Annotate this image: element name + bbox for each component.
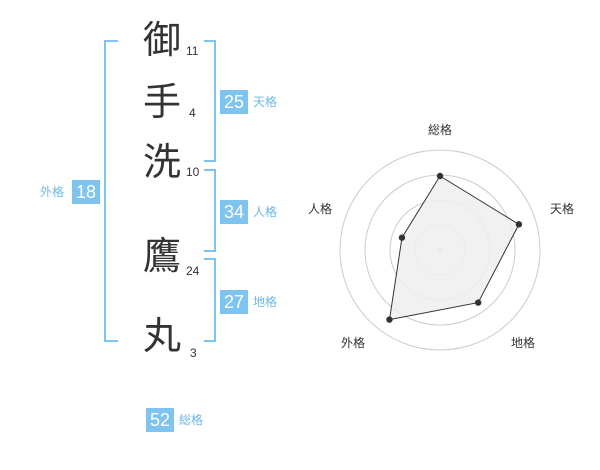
radar-series-polygon bbox=[388, 175, 520, 321]
chikaku-badge: 27 bbox=[220, 290, 248, 314]
radar-axis-label-chikaku: 地格 bbox=[511, 335, 535, 350]
radar-points bbox=[386, 172, 523, 323]
soukaku-label: 総格 bbox=[179, 413, 204, 427]
stroke-count-5: 3 bbox=[190, 346, 197, 360]
name-char-1: 御 bbox=[142, 18, 181, 62]
radar-point-2 bbox=[515, 221, 523, 228]
radar-axis-label-gaikaku: 外格 bbox=[341, 335, 365, 350]
jinkaku-bracket bbox=[204, 169, 216, 252]
chikaku-bracket bbox=[204, 258, 216, 342]
chikaku-label: 地格 bbox=[253, 295, 278, 309]
tenkaku-badge: 25 bbox=[220, 90, 248, 114]
stroke-count-2: 4 bbox=[189, 106, 196, 120]
radar-axis-label-tenkaku: 天格 bbox=[550, 201, 574, 216]
radar-axis-label-jinkaku: 人格 bbox=[308, 201, 332, 216]
name-char-5: 丸 bbox=[142, 314, 181, 358]
tenkaku-bracket bbox=[204, 40, 216, 162]
radar-axis-label-soukaku: 総格 bbox=[428, 122, 452, 137]
gaikaku-bracket bbox=[104, 40, 118, 342]
radar-point-5 bbox=[398, 234, 406, 241]
stroke-count-4: 24 bbox=[186, 264, 200, 278]
soukaku-badge: 52 bbox=[146, 408, 174, 432]
gaikaku-label: 外格 bbox=[40, 185, 65, 199]
name-char-4: 鷹 bbox=[142, 234, 181, 278]
radar-point-3 bbox=[475, 299, 482, 306]
radar-point-4 bbox=[386, 316, 393, 323]
radar-point-1 bbox=[436, 172, 444, 180]
jinkaku-label: 人格 bbox=[253, 205, 278, 219]
gaikaku-badge: 18 bbox=[72, 180, 100, 204]
stroke-count-3: 10 bbox=[186, 165, 200, 179]
name-char-2: 手 bbox=[142, 80, 181, 124]
jinkaku-badge: 34 bbox=[220, 200, 248, 224]
radar-ring-4 bbox=[339, 149, 541, 351]
name-char-3: 洗 bbox=[142, 140, 181, 184]
stroke-count-1: 11 bbox=[186, 44, 199, 58]
tenkaku-label: 天格 bbox=[253, 95, 278, 109]
